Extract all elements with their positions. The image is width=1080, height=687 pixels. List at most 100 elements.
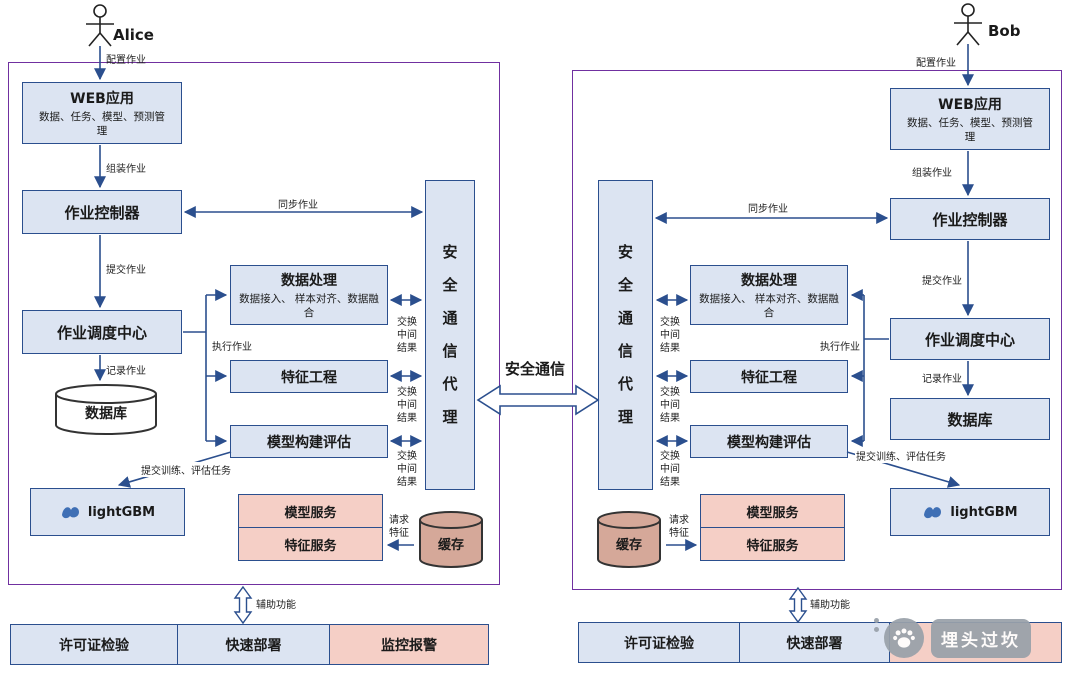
bob-quick-deploy-box: 快速部署 (739, 622, 890, 663)
alice-model-build-eval-label: 模型构建评估 (267, 434, 351, 451)
bob-job-controller-label: 作业控制器 (932, 210, 1008, 229)
bob-request-feature-label: 请求特征 (669, 515, 689, 539)
alice-web-app-title: WEB应用 (70, 90, 134, 107)
alice-model-service-label: 模型服务 (284, 505, 337, 521)
actor-icon-bob (954, 3, 982, 46)
bob-feature-service-label: 特征服务 (746, 538, 799, 554)
watermark: 埋头过坎 (874, 612, 1066, 664)
alice-feature-service-label: 特征服务 (284, 538, 337, 554)
bob-feature-engineering-box: 特征工程 (690, 360, 848, 393)
alice-monitor-alarm-label: 监控报警 (381, 637, 437, 654)
bob-data-processing-subtitle: 数据接入、 样本对齐、数据融合 (699, 292, 839, 319)
alice-party-container (8, 62, 500, 585)
alice-quick-deploy-label: 快速部署 (225, 637, 282, 654)
alice-cache-cylinder: 缓存 (417, 510, 485, 570)
alice-web-app-subtitle: 数据、任务、模型、预测管理 (39, 110, 165, 137)
bob-cache-label: 缓存 (615, 538, 642, 553)
bob-cache-cylinder: 缓存 (595, 510, 663, 570)
bob-license-check-label: 许可证检验 (624, 635, 694, 652)
alice-quick-deploy-box: 快速部署 (177, 624, 330, 665)
bob-assemble-job-label: 组装作业 (912, 168, 952, 179)
bob-aux-double-arrow (788, 586, 808, 624)
alice-model-build-eval-box: 模型构建评估 (230, 425, 388, 458)
actor-name-alice: Alice (113, 26, 154, 44)
alice-job-controller-box: 作业控制器 (22, 190, 182, 234)
bob-job-controller-box: 作业控制器 (890, 198, 1050, 240)
bob-model-service-label: 模型服务 (746, 505, 799, 521)
bob-job-scheduler-label: 作业调度中心 (924, 330, 1015, 349)
bob-feature-engineering-label: 特征工程 (741, 369, 797, 386)
bob-secure-agent-label: 安全通信代理 (617, 243, 633, 426)
watermark-logo-icon (884, 618, 924, 658)
bob-job-scheduler-box: 作业调度中心 (890, 318, 1050, 360)
cache-cylinder-shape (597, 511, 661, 568)
actor-name-bob: Bob (988, 22, 1021, 40)
bob-party-container (572, 70, 1062, 590)
alice-exchange-label-2: 交换中间结果 (397, 387, 417, 424)
alice-model-service-box: 模型服务 (238, 494, 383, 528)
database-cylinder-shape (55, 384, 157, 435)
alice-execute-job-label: 执行作业 (212, 342, 252, 353)
alice-submit-train-label: 提交训练、评估任务 (140, 462, 232, 477)
alice-web-app-box: WEB应用 数据、任务、模型、预测管理 (22, 82, 182, 144)
alice-cache-label: 缓存 (437, 538, 464, 553)
bob-license-check-box: 许可证检验 (578, 622, 740, 663)
alice-submit-job-label: 提交作业 (106, 265, 146, 276)
bob-model-build-eval-box: 模型构建评估 (690, 425, 848, 458)
bob-data-processing-title: 数据处理 (741, 272, 797, 289)
alice-feature-engineering-box: 特征工程 (230, 360, 388, 393)
bob-sync-job-label: 同步作业 (748, 204, 788, 215)
bob-submit-train-label: 提交训练、评估任务 (855, 448, 947, 463)
alice-exchange-label-1: 交换中间结果 (397, 317, 417, 354)
alice-license-check-box: 许可证检验 (10, 624, 178, 665)
bob-record-job-label: 记录作业 (922, 374, 962, 385)
bob-exchange-label-2: 交换中间结果 (660, 387, 680, 424)
alice-feature-service-box: 特征服务 (238, 527, 383, 561)
alice-secure-agent-box: 安全通信代理 (425, 180, 475, 490)
alice-data-processing-title: 数据处理 (281, 272, 337, 289)
bob-lightgbm-box: lightGBM (890, 488, 1050, 536)
alice-sync-job-label: 同步作业 (278, 200, 318, 211)
alice-lightgbm-box: lightGBM (30, 488, 185, 536)
alice-aux-double-arrow (233, 585, 253, 625)
bob-web-app-box: WEB应用 数据、任务、模型、预测管理 (890, 88, 1050, 150)
alice-license-check-label: 许可证检验 (59, 637, 129, 654)
watermark-dots (874, 618, 879, 632)
alice-secure-agent-label: 安全通信代理 (442, 243, 458, 426)
paw-icon (893, 628, 915, 648)
alice-job-scheduler-label: 作业调度中心 (56, 323, 147, 342)
bob-exchange-label-3: 交换中间结果 (660, 451, 680, 488)
alice-lightgbm-label: lightGBM (87, 504, 156, 520)
actor-icon-alice (86, 4, 114, 47)
bob-configure-job-label: 配置作业 (916, 58, 956, 69)
alice-job-scheduler-box: 作业调度中心 (22, 310, 182, 354)
bob-web-app-subtitle: 数据、任务、模型、预测管理 (907, 116, 1033, 143)
alice-record-job-label: 记录作业 (106, 366, 146, 377)
bob-model-service-box: 模型服务 (700, 494, 845, 528)
alice-aux-function-label: 辅助功能 (256, 600, 296, 611)
bob-quick-deploy-label: 快速部署 (786, 635, 843, 652)
lightgbm-logo-icon (924, 507, 942, 519)
alice-database-label: 数据库 (85, 406, 127, 422)
alice-exchange-label-3: 交换中间结果 (397, 451, 417, 488)
secure-comm-label: 安全通信 (505, 360, 566, 378)
bob-database-box: 数据库 (890, 398, 1050, 440)
alice-assemble-job-label: 组装作业 (106, 164, 146, 175)
alice-data-processing-subtitle: 数据接入、 样本对齐、数据融合 (239, 292, 379, 319)
bob-database-label: 数据库 (947, 410, 993, 429)
alice-feature-engineering-label: 特征工程 (281, 369, 337, 386)
bob-aux-function-label: 辅助功能 (810, 600, 850, 611)
alice-request-feature-label: 请求特征 (389, 515, 409, 539)
alice-database-cylinder: 数据库 (52, 383, 160, 437)
alice-monitor-alarm-box: 监控报警 (329, 624, 489, 665)
lightgbm-logo-icon (61, 507, 79, 519)
alice-configure-job-label: 配置作业 (106, 55, 146, 66)
bob-data-processing-box: 数据处理 数据接入、 样本对齐、数据融合 (690, 265, 848, 325)
cache-cylinder-shape (419, 511, 483, 568)
bob-lightgbm-label: lightGBM (950, 504, 1018, 520)
alice-data-processing-box: 数据处理 数据接入、 样本对齐、数据融合 (230, 265, 388, 325)
bob-submit-job-label: 提交作业 (922, 276, 962, 287)
bob-feature-service-box: 特征服务 (700, 527, 845, 561)
watermark-text: 埋头过坎 (931, 618, 1031, 658)
